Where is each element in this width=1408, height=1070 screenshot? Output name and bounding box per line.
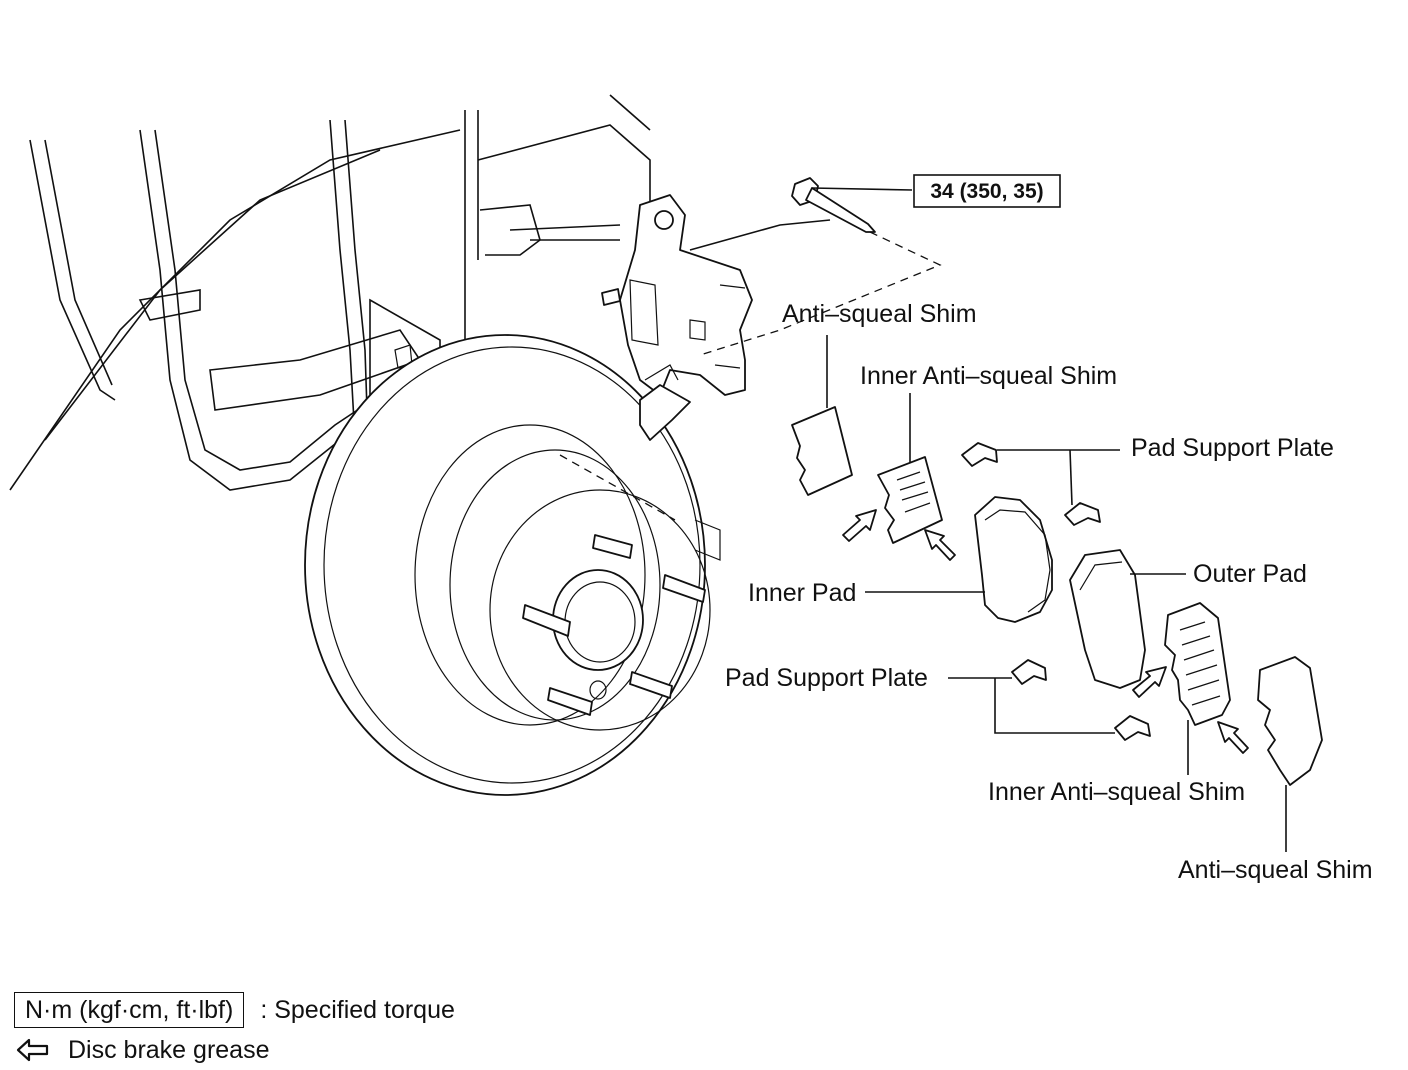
torque-callout-text: 34 (350, 35) [930,180,1043,203]
outer-pad-part [1069,549,1186,689]
legend-torque-desc: : Specified torque [260,995,455,1024]
inner-pad-label: Inner Pad [748,579,856,607]
pad-support-plate-top-parts [961,442,1120,526]
brake-exploded-diagram: 34 (350, 35) Anti–squeal Shim Inner Anti… [9,94,1373,884]
inner-anti-squeal-shim-top-label: Inner Anti–squeal Shim [860,362,1117,390]
inner-anti-squeal-shim-bottom-part [1164,602,1231,775]
legend: N·m (kgf·cm, ft·lbf) : Specified torque … [14,990,455,1070]
pad-support-plate-bottom-label: Pad Support Plate [725,664,928,692]
hollow-arrow-left-icon [16,1038,49,1062]
caliper-mount [601,194,753,561]
inner-pad-part [865,496,1053,623]
outer-pad-label: Outer Pad [1193,560,1307,588]
anti-squeal-shim-top-label: Anti–squeal Shim [782,300,977,328]
caliper-bolt [791,177,913,233]
inner-anti-squeal-shim-top-part [877,393,943,544]
wheel-studs [522,534,706,716]
disc-rotor [304,334,711,796]
torque-callout-box [913,174,1061,208]
legend-torque-row: N·m (kgf·cm, ft·lbf) : Specified torque [14,990,455,1030]
legend-grease-desc: Disc brake grease [68,1035,270,1064]
legend-grease-row: Disc brake grease [14,1030,455,1070]
legend-torque-unit-box: N·m (kgf·cm, ft·lbf) [14,992,245,1028]
grease-arrow-icons-bottom [1132,666,1249,754]
anti-squeal-shim-bottom-part [1257,656,1323,852]
grease-arrow-icons-top [842,509,956,561]
inner-anti-squeal-shim-bottom-label: Inner Anti–squeal Shim [988,778,1245,806]
pad-support-plate-bottom-parts [948,659,1151,741]
anti-squeal-shim-bottom-label: Anti–squeal Shim [1178,856,1373,884]
pad-support-plate-top-label: Pad Support Plate [1131,434,1334,462]
anti-squeal-shim-top-part [791,335,853,496]
